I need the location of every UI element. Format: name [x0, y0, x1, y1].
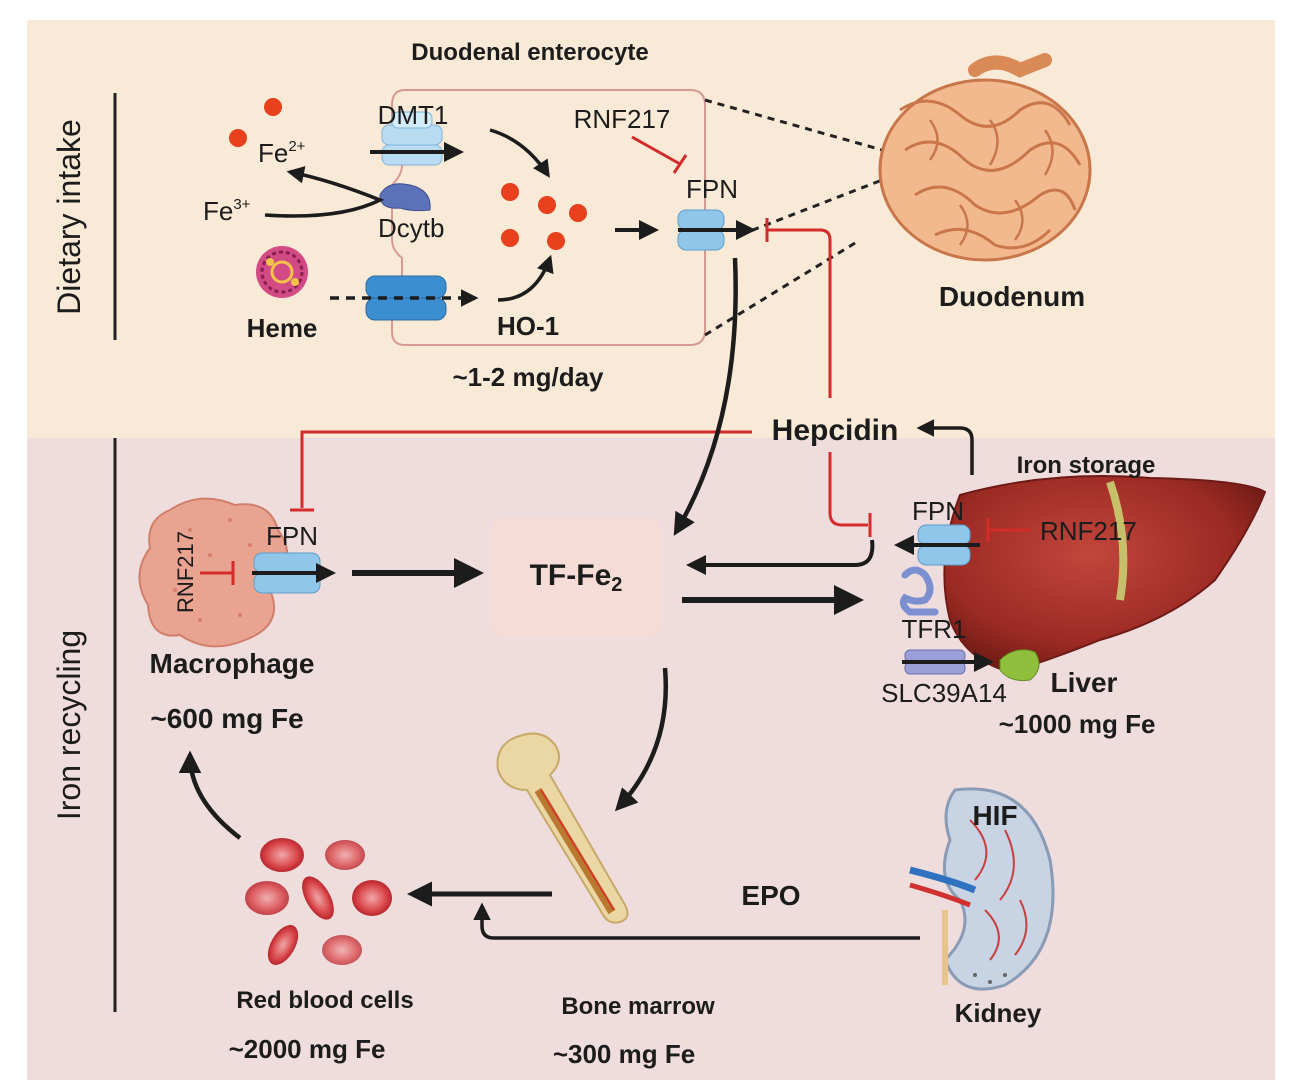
macrophage-rnf217-label: RNF217: [173, 531, 198, 613]
tfr1-receptor: [899, 566, 939, 616]
dmt1-to-pool-arrow: [489, 128, 550, 178]
fe3-to-fe2-arrow: [264, 166, 385, 218]
enterocyte-fpn-transporter: [677, 209, 725, 251]
iron-storage-label: Iron storage: [1017, 452, 1156, 479]
liver-illustration: [943, 475, 1267, 681]
red-blood-cells: [245, 838, 392, 965]
slc39a14-transporter: [904, 649, 966, 675]
daily-intake-label: ~1-2 mg/day: [452, 362, 604, 392]
hepcidin-label: Hepcidin: [772, 414, 899, 447]
ho1-label: HO-1: [497, 311, 559, 341]
enterocyte-to-tf-arrow: [673, 257, 738, 536]
tfr1-label: TFR1: [902, 614, 967, 644]
iron-dot: [264, 98, 282, 116]
macrophage-fpn-label: FPN: [266, 521, 318, 551]
dmt1-label: DMT1: [378, 100, 449, 130]
liver-label: Liver: [1051, 667, 1118, 698]
tf-fe2-box: [490, 518, 662, 638]
enterocyte-title: Duodenal enterocyte: [411, 39, 648, 66]
tf-to-bone-marrow-arrow: [614, 667, 668, 812]
iron-dot: [547, 232, 565, 250]
zoom-line-bottom: [704, 238, 861, 337]
epo-arrow: [473, 902, 920, 940]
liver-fpn-transporter: [917, 524, 971, 566]
iron-dot: [501, 183, 519, 201]
macrophage-amount: ~600 mg Fe: [150, 703, 303, 734]
macrophage-speckles: [173, 518, 262, 622]
hepcidin-inhibit-liver: [828, 452, 868, 527]
enterocyte-rnf217-label: RNF217: [574, 104, 671, 134]
iron-dot: [501, 229, 519, 247]
duodenum-illustration: [878, 53, 1092, 262]
liver-rnf217-label: RNF217: [1040, 516, 1137, 546]
dcytb-enzyme: [379, 183, 431, 212]
bone-marrow-amount: ~300 mg Fe: [553, 1039, 695, 1069]
section-label-dietary: Dietary intake: [51, 119, 87, 315]
slc39a14-label: SLC39A14: [881, 678, 1007, 708]
hepcidin-inhibit-enterocyte: [768, 228, 832, 398]
enterocyte-fpn-label: FPN: [686, 174, 738, 204]
fe3-label: Fe3+: [203, 196, 251, 226]
liver-to-hepcidin-arrow: [916, 419, 974, 475]
macrophage-fpn-transporter: [253, 552, 321, 594]
ho1-arrow: [497, 254, 554, 302]
enterocyte-rnf217-inhibit: [631, 135, 681, 166]
kidney-illustration: [909, 787, 1055, 991]
rbc-label: Red blood cells: [236, 987, 413, 1014]
kidney-label: Kidney: [955, 998, 1042, 1028]
macrophage-label: Macrophage: [150, 648, 315, 679]
duodenum-label: Duodenum: [939, 281, 1085, 312]
enterocyte-rnf217-inhibit-bar: [672, 154, 688, 174]
iron-dot: [229, 129, 247, 147]
bone-illustration: [496, 732, 629, 924]
hepcidin-inhibit-macrophage: [300, 430, 752, 508]
iron-dot: [538, 196, 556, 214]
dcytb-label: Dcytb: [378, 213, 444, 243]
bone-marrow-label: Bone marrow: [561, 993, 715, 1020]
tf-fe2-label: TF-Fe2: [530, 559, 623, 596]
liver-amount: ~1000 mg Fe: [999, 709, 1156, 739]
hif-label: HIF: [972, 800, 1017, 831]
section-label-recycling: Iron recycling: [51, 630, 87, 820]
heme-label: Heme: [247, 313, 318, 343]
heme-molecule: [256, 246, 308, 298]
epo-label: EPO: [741, 880, 800, 911]
heme-transporter: [365, 275, 447, 321]
rbc-to-macrophage-arrow: [178, 750, 242, 840]
fe2-label: Fe2+: [258, 138, 306, 168]
iron-dot: [569, 204, 587, 222]
rbc-amount: ~2000 mg Fe: [229, 1034, 386, 1064]
liver-fpn-label: FPN: [912, 496, 964, 526]
liver-to-tf-arrow: [686, 539, 875, 575]
